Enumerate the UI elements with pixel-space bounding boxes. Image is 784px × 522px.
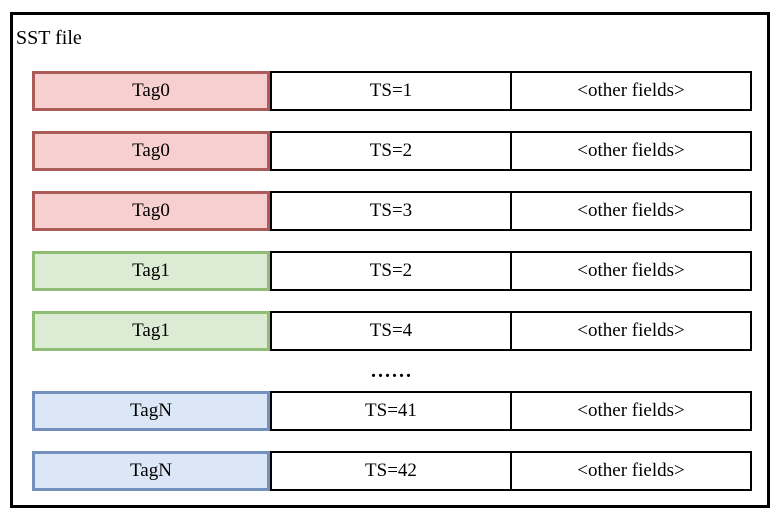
timestamp-cell: TS=3 xyxy=(270,191,512,231)
tag-cell: Tag1 xyxy=(32,311,270,351)
record-row: Tag0 TS=3 <other fields> xyxy=(32,191,752,231)
sst-file-frame: SST file Tag0 TS=1 <other fields> Tag0 T… xyxy=(10,12,770,508)
tag-cell: Tag0 xyxy=(32,71,270,111)
record-row: TagN TS=42 <other fields> xyxy=(32,451,752,491)
timestamp-cell: TS=42 xyxy=(270,451,512,491)
record-row: Tag0 TS=2 <other fields> xyxy=(32,131,752,171)
timestamp-cell: TS=4 xyxy=(270,311,512,351)
tag-cell: Tag1 xyxy=(32,251,270,291)
record-row: TagN TS=41 <other fields> xyxy=(32,391,752,431)
record-row: Tag0 TS=1 <other fields> xyxy=(32,71,752,111)
tag-cell: Tag0 xyxy=(32,131,270,171)
other-fields-cell: <other fields> xyxy=(510,451,752,491)
other-fields-cell: <other fields> xyxy=(510,391,752,431)
other-fields-cell: <other fields> xyxy=(510,311,752,351)
timestamp-cell: TS=2 xyxy=(270,251,512,291)
timestamp-cell: TS=2 xyxy=(270,131,512,171)
tag-cell: Tag0 xyxy=(32,191,270,231)
tag-cell: TagN xyxy=(32,391,270,431)
other-fields-cell: <other fields> xyxy=(510,131,752,171)
record-row: Tag1 TS=2 <other fields> xyxy=(32,251,752,291)
other-fields-cell: <other fields> xyxy=(510,191,752,231)
timestamp-cell: TS=41 xyxy=(270,391,512,431)
ellipsis-row: ...... xyxy=(371,359,413,382)
diagram-title: SST file xyxy=(16,27,82,49)
records-list: Tag0 TS=1 <other fields> Tag0 TS=2 <othe… xyxy=(32,71,752,491)
timestamp-cell: TS=1 xyxy=(270,71,512,111)
tag-cell: TagN xyxy=(32,451,270,491)
other-fields-cell: <other fields> xyxy=(510,71,752,111)
record-row: Tag1 TS=4 <other fields> xyxy=(32,311,752,351)
other-fields-cell: <other fields> xyxy=(510,251,752,291)
